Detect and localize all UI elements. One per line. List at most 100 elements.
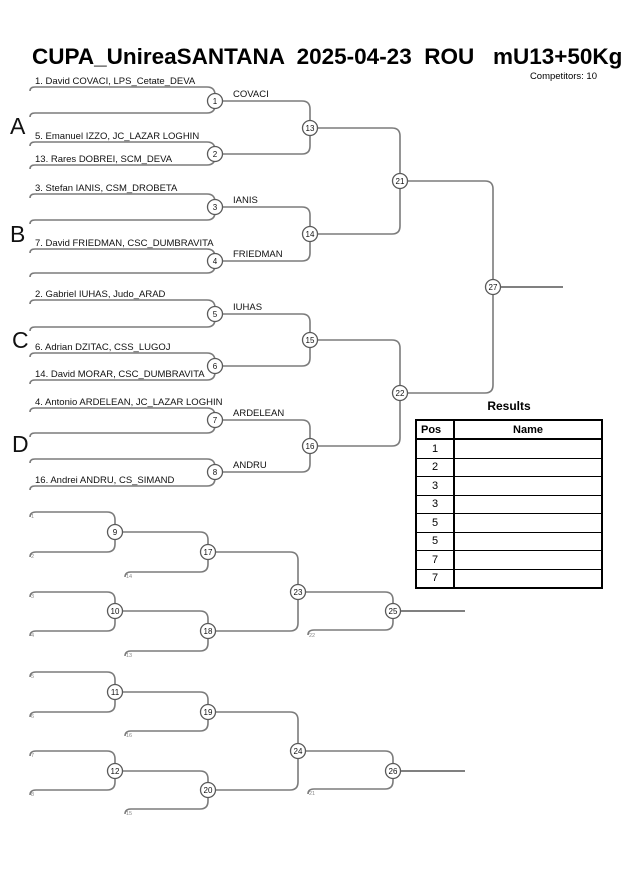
repechage-bracket-lines [29,511,394,815]
bracket-line [29,101,216,118]
match-node-m18 [199,622,217,640]
name-cell [453,513,603,533]
player-entry-c3: 14. David MORAR, CSC_DUMBRAVITA [35,369,205,380]
bracket-line [124,631,209,657]
loser-ref-label: 13 [126,653,132,659]
loser-ref-label: 8 [31,792,34,798]
bracket-line [29,314,216,332]
bracket-line [29,407,216,420]
player-entry-b2: 7. David FRIEDMAN, CSC_DUMBRAVITA [35,238,214,249]
match-node-m8 [206,463,224,481]
match-node-m20 [199,781,217,799]
results-table: Pos Name 1 2 3 3 5 5 7 [415,419,603,589]
match-number-m14: 14 [306,230,315,239]
match-node-m2 [206,145,224,163]
match-number-m20: 20 [204,786,213,795]
bracket-line [29,511,116,532]
match-numbers: 1 2 3 4 5 6 7 8 13 14 15 16 21 22 27 9 1… [111,97,498,795]
bracket-line [298,750,394,771]
match-node-m13 [301,119,319,137]
bracket-line [29,671,116,692]
bracket-line [215,340,311,367]
bracket-line [307,771,394,795]
match-node-m14 [301,225,319,243]
player-entry-b1: 3. Stefan IANIS, CSM_DROBETA [35,183,178,194]
player-entry-a1: 1. David COVACI, LPS_Cetate_DEVA [35,76,196,87]
winner-label-m1: COVACI [233,89,269,100]
bracket-line [29,771,116,796]
match-number-m7: 7 [213,416,218,425]
group-label-a: A [10,113,26,139]
group-label-c: C [12,327,29,353]
group-letters: A B C D [10,113,29,457]
bracket-line [215,446,311,473]
player-entry-a2: 5. Emanuel IZZO, JC_LAZAR LOGHIN [35,131,199,142]
match-number-m8: 8 [213,468,218,477]
loser-ref-label: 16 [126,733,132,739]
match-number-m26: 26 [389,767,398,776]
loser-ref-label: 22 [309,633,315,639]
bracket-line [115,531,209,552]
bracket-line [310,339,401,393]
bracket-line [215,100,311,128]
loser-ref-labels: 1 2 3 4 5 6 7 8 14 13 22 16 15 21 [31,514,315,817]
competitors-count: Competitors: 10 [529,71,597,82]
winner-label-m8: ANDRU [233,460,267,471]
tournament-title: CUPA_UnireaSANTANA 2025-04-23 ROU mU13+5… [32,44,623,69]
bracket-line [215,206,311,234]
name-cell [453,438,603,459]
match-node-m6 [206,357,224,375]
match-number-m5: 5 [213,310,218,319]
match-number-m17: 17 [204,548,213,557]
pos-cell: 2 [415,457,455,477]
bracket-line [29,420,216,438]
match-node-m23 [289,583,307,601]
match-number-m2: 2 [213,150,218,159]
match-node-m24 [289,742,307,760]
match-node-m17 [199,543,217,561]
results-heading: Results [487,399,531,413]
bracket-line [298,591,394,611]
bracket-line [29,692,116,718]
results-row: 1 [415,438,603,459]
loser-ref-label: 2 [31,554,34,560]
loser-ref-label: 21 [309,791,315,797]
bracket-line [115,691,209,712]
loser-ref-label: 5 [31,674,34,680]
group-label-b: B [10,221,25,247]
bracket-line [400,180,494,287]
bracket-line [29,193,216,207]
loser-ref-label: 3 [31,594,34,600]
pos-cell: 5 [415,513,455,533]
loser-ref-label: 14 [126,574,132,580]
match-number-m6: 6 [213,362,218,371]
name-cell [453,494,603,514]
pos-cell: 1 [415,438,455,459]
match-number-m4: 4 [213,257,218,266]
player-entry-d1: 4. Antonio ARDELEAN, JC_LAZAR LOGHIN [35,397,223,408]
match-node-m21 [391,172,409,190]
player-entry-c1: 2. Gabriel IUHAS, Judo_ARAD [35,289,166,300]
results-row: 3 [415,494,603,514]
match-node-m27 [484,278,502,296]
match-number-m3: 3 [213,203,218,212]
results-row: 5 [415,531,603,551]
player-entry-c2: 6. Adrian DZITAC, CSS_LUGOJ [35,342,171,353]
match-number-m10: 10 [111,607,120,616]
bracket-line [307,611,394,636]
match-number-m11: 11 [111,688,120,697]
bracket-line [208,551,299,592]
winner-label-m3: IANIS [233,195,258,206]
name-cell [453,476,603,496]
bracket-line [215,128,311,155]
results-row: 5 [415,513,603,533]
bracket-line [215,419,311,446]
pos-cell: 7 [415,568,455,589]
match-node-m4 [206,252,224,270]
match-number-m13: 13 [306,124,315,133]
bracket-line [208,751,299,791]
winner-label-m5: IUHAS [233,302,262,313]
results-row: 2 [415,457,603,477]
